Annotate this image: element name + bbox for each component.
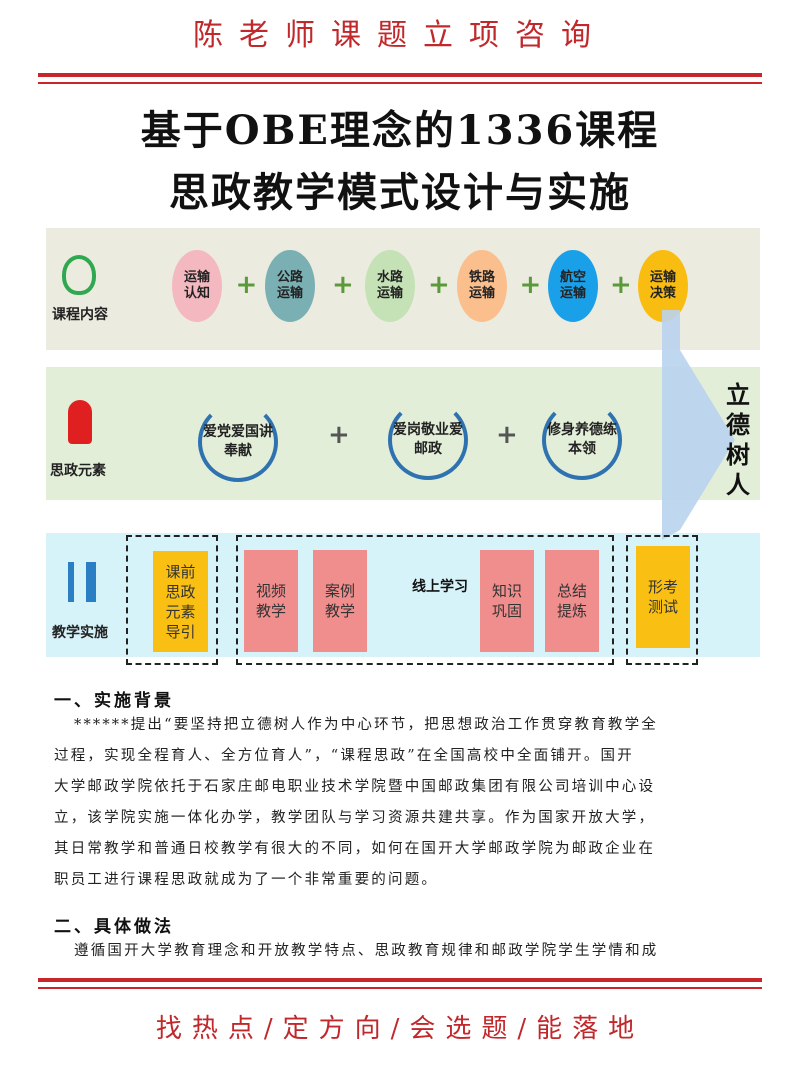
pre-class-group <box>126 535 218 665</box>
drop-text: 爱岗敬业爱邮政 <box>393 422 463 457</box>
divider <box>38 987 762 989</box>
course-item: 铁路运输 <box>457 250 507 322</box>
card-online: 知识巩固 <box>480 550 534 652</box>
course-item: 公路运输 <box>265 250 315 322</box>
card-online: 总结提炼 <box>545 550 599 652</box>
divider <box>38 978 762 982</box>
card-test: 形考测试 <box>636 546 690 648</box>
row-label: 思政元素 <box>50 463 106 479</box>
course-item-text: 运输认知 <box>183 270 210 301</box>
divider <box>38 82 762 84</box>
row-label: 课程内容 <box>52 307 108 323</box>
teacher-board-icon <box>68 562 96 602</box>
text-line: 遵循国开大学教育理念和开放教学特点、思政教育规律和邮政学院学生学情和成 <box>74 943 659 959</box>
card-online: 案例教学 <box>313 550 367 652</box>
row-label: 教学实施 <box>52 625 108 641</box>
online-group <box>236 535 614 665</box>
plus-icon: + <box>610 270 632 300</box>
brand-header: 陈老师课题立项咨询 <box>193 18 607 53</box>
person-laptop-icon <box>68 400 92 444</box>
online-label: 线上学习 <box>412 579 468 595</box>
text-line: 大学邮政学院依托于石家庄邮电职业技术学院暨中国邮政集团有限公司培训中心设 <box>54 779 656 795</box>
course-item: 水路运输 <box>365 250 415 322</box>
text-line: ******提出“要坚持把立德树人作为中心环节，把思想政治工作贯穿教育教学全 <box>74 717 659 733</box>
plus-icon: + <box>428 270 450 300</box>
card-online: 视频教学 <box>244 550 298 652</box>
course-item-text: 航空运输 <box>559 270 586 301</box>
drop-element: 修身养德练本领 <box>542 400 622 480</box>
drop-text: 修身养德练本领 <box>547 422 617 457</box>
plus-icon: + <box>235 270 258 300</box>
course-item-text: 公路运输 <box>276 270 303 301</box>
footer-slogan: 找热点/定方向/会选题/能落地 <box>155 1014 645 1044</box>
text-line: 立，该学院实施一体化办学，教学团队与学习资源共建共享。作为国家开放大学， <box>54 810 656 826</box>
drop-element: 爱岗敬业爱邮政 <box>388 400 468 480</box>
divider <box>38 73 762 77</box>
test-group <box>626 535 698 665</box>
headset-person-icon <box>62 255 96 295</box>
page-title-line1: 基于OBE理念的1336课程 <box>140 107 660 154</box>
goal-text: 立德树人 <box>726 380 750 499</box>
plus-icon: + <box>496 420 518 450</box>
course-item-text: 运输决策 <box>649 270 676 301</box>
section-body: 遵循国开大学教育理念和开放教学特点、思政教育规律和邮政学院学生学情和成 <box>54 936 754 967</box>
arrow-to-goal <box>662 310 735 540</box>
text-line: 过程，实现全程育人、全方位育人”，“课程思政”在全国高校中全面铺开。国开 <box>54 748 634 764</box>
plus-icon: + <box>328 420 350 450</box>
card-pre-class: 课前思政元素导引 <box>153 551 208 652</box>
drop-text: 爱党爱国讲奉献 <box>203 424 273 459</box>
section-body: ******提出“要坚持把立德树人作为中心环节，把思想政治工作贯穿教育教学全过程… <box>54 710 754 896</box>
course-item: 运输认知 <box>172 250 222 322</box>
course-item: 航空运输 <box>548 250 598 322</box>
text-line: 其日常教学和普通日校教学有很大的不同，如何在国开大学邮政学院为邮政企业在 <box>54 841 656 857</box>
section-heading: 二、具体做法 <box>54 917 174 937</box>
plus-icon: + <box>332 270 354 300</box>
course-item-text: 水路运输 <box>376 270 403 301</box>
page-title-line2: 思政教学模式设计与实施 <box>169 169 631 216</box>
plus-icon: + <box>519 270 542 300</box>
section-heading: 一、实施背景 <box>54 691 174 711</box>
drop-element: 爱党爱国讲奉献 <box>198 402 278 482</box>
text-line: 职员工进行课程思政就成为了一个非常重要的问题。 <box>54 872 439 888</box>
course-item-text: 铁路运输 <box>468 270 495 301</box>
